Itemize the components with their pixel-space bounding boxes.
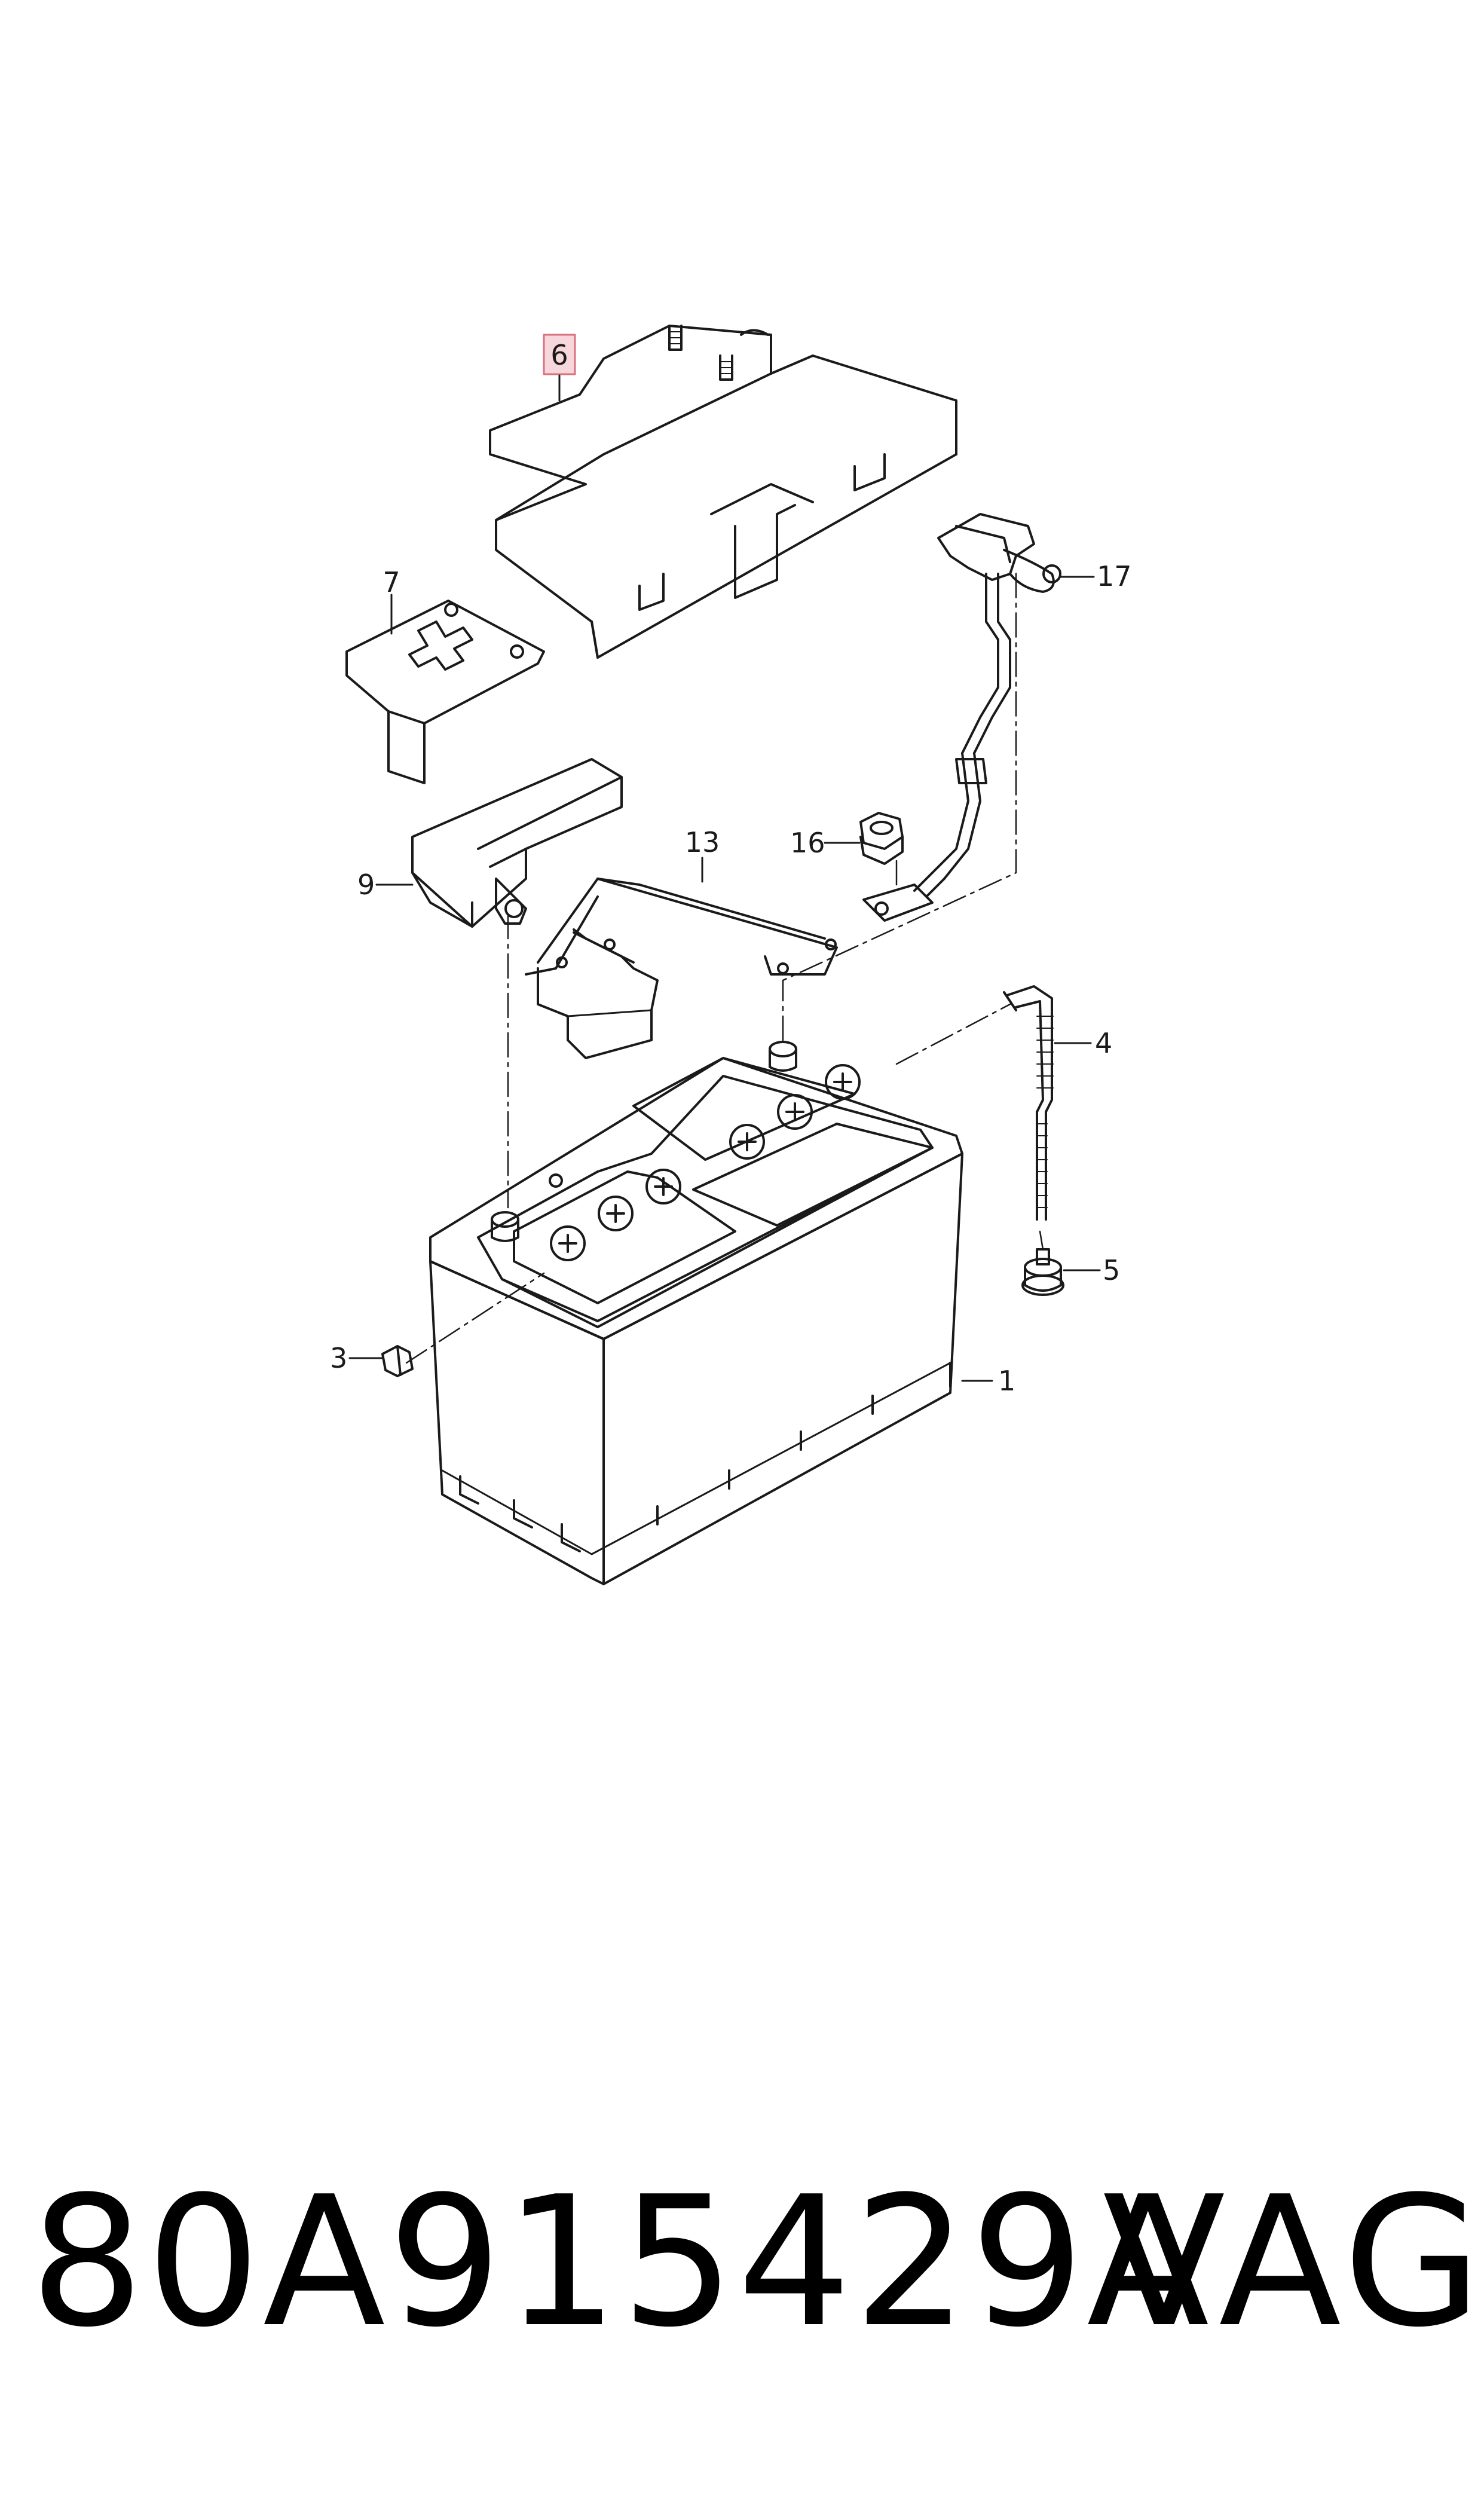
part-7-plus-cover-plate[interactable] xyxy=(345,600,545,784)
callout-3[interactable]: 3 xyxy=(330,1342,384,1374)
part-number: 80A915429A xyxy=(30,2158,1212,2367)
callouts: 6 7 17 16 13 9 4 xyxy=(330,334,1132,1397)
callout-1-label: 1 xyxy=(998,1365,1015,1397)
footer: 80A915429A VAG xyxy=(0,2140,1484,2391)
callout-6-label: 6 xyxy=(550,339,568,371)
callout-1[interactable]: 1 xyxy=(961,1365,1015,1397)
assembly-guide-lines xyxy=(405,567,1044,1364)
part-1-battery[interactable] xyxy=(429,1041,963,1585)
part-13-hold-down-strap[interactable] xyxy=(525,878,838,1059)
part-5-bolt[interactable] xyxy=(1021,1248,1064,1296)
callout-9-label: 9 xyxy=(357,869,375,901)
callout-9[interactable]: 9 xyxy=(357,869,414,901)
callout-4-label: 4 xyxy=(1095,1027,1112,1059)
callout-17-label: 17 xyxy=(1097,560,1132,592)
callout-6-highlight xyxy=(543,334,576,375)
callout-16[interactable]: 16 xyxy=(790,827,861,859)
callout-5-label: 5 xyxy=(1103,1254,1120,1286)
callout-13-label: 13 xyxy=(685,826,720,858)
part-4-ground-cable[interactable] xyxy=(1003,985,1054,1221)
callout-5[interactable]: 5 xyxy=(1063,1254,1120,1286)
battery-terminals xyxy=(491,1041,797,1242)
callout-17[interactable]: 17 xyxy=(1060,560,1132,592)
callout-7-label: 7 xyxy=(383,566,400,598)
part-16-nut[interactable] xyxy=(859,812,904,865)
battery-cell-caps xyxy=(550,1064,861,1261)
part-3-vent-plug[interactable] xyxy=(381,1345,414,1377)
brand-name: VAG xyxy=(1103,2158,1484,2367)
callout-13[interactable]: 13 xyxy=(685,826,720,883)
callout-6[interactable]: 6 xyxy=(543,334,576,402)
part-17-negative-cable[interactable] xyxy=(862,513,1061,922)
callout-16-label: 16 xyxy=(790,827,825,859)
callout-4[interactable]: 4 xyxy=(1054,1027,1112,1059)
part-6-battery-cover[interactable] xyxy=(489,325,957,659)
callout-7[interactable]: 7 xyxy=(383,566,400,635)
callout-3-label: 3 xyxy=(330,1342,347,1374)
part-9-terminal-cover[interactable] xyxy=(411,758,623,928)
